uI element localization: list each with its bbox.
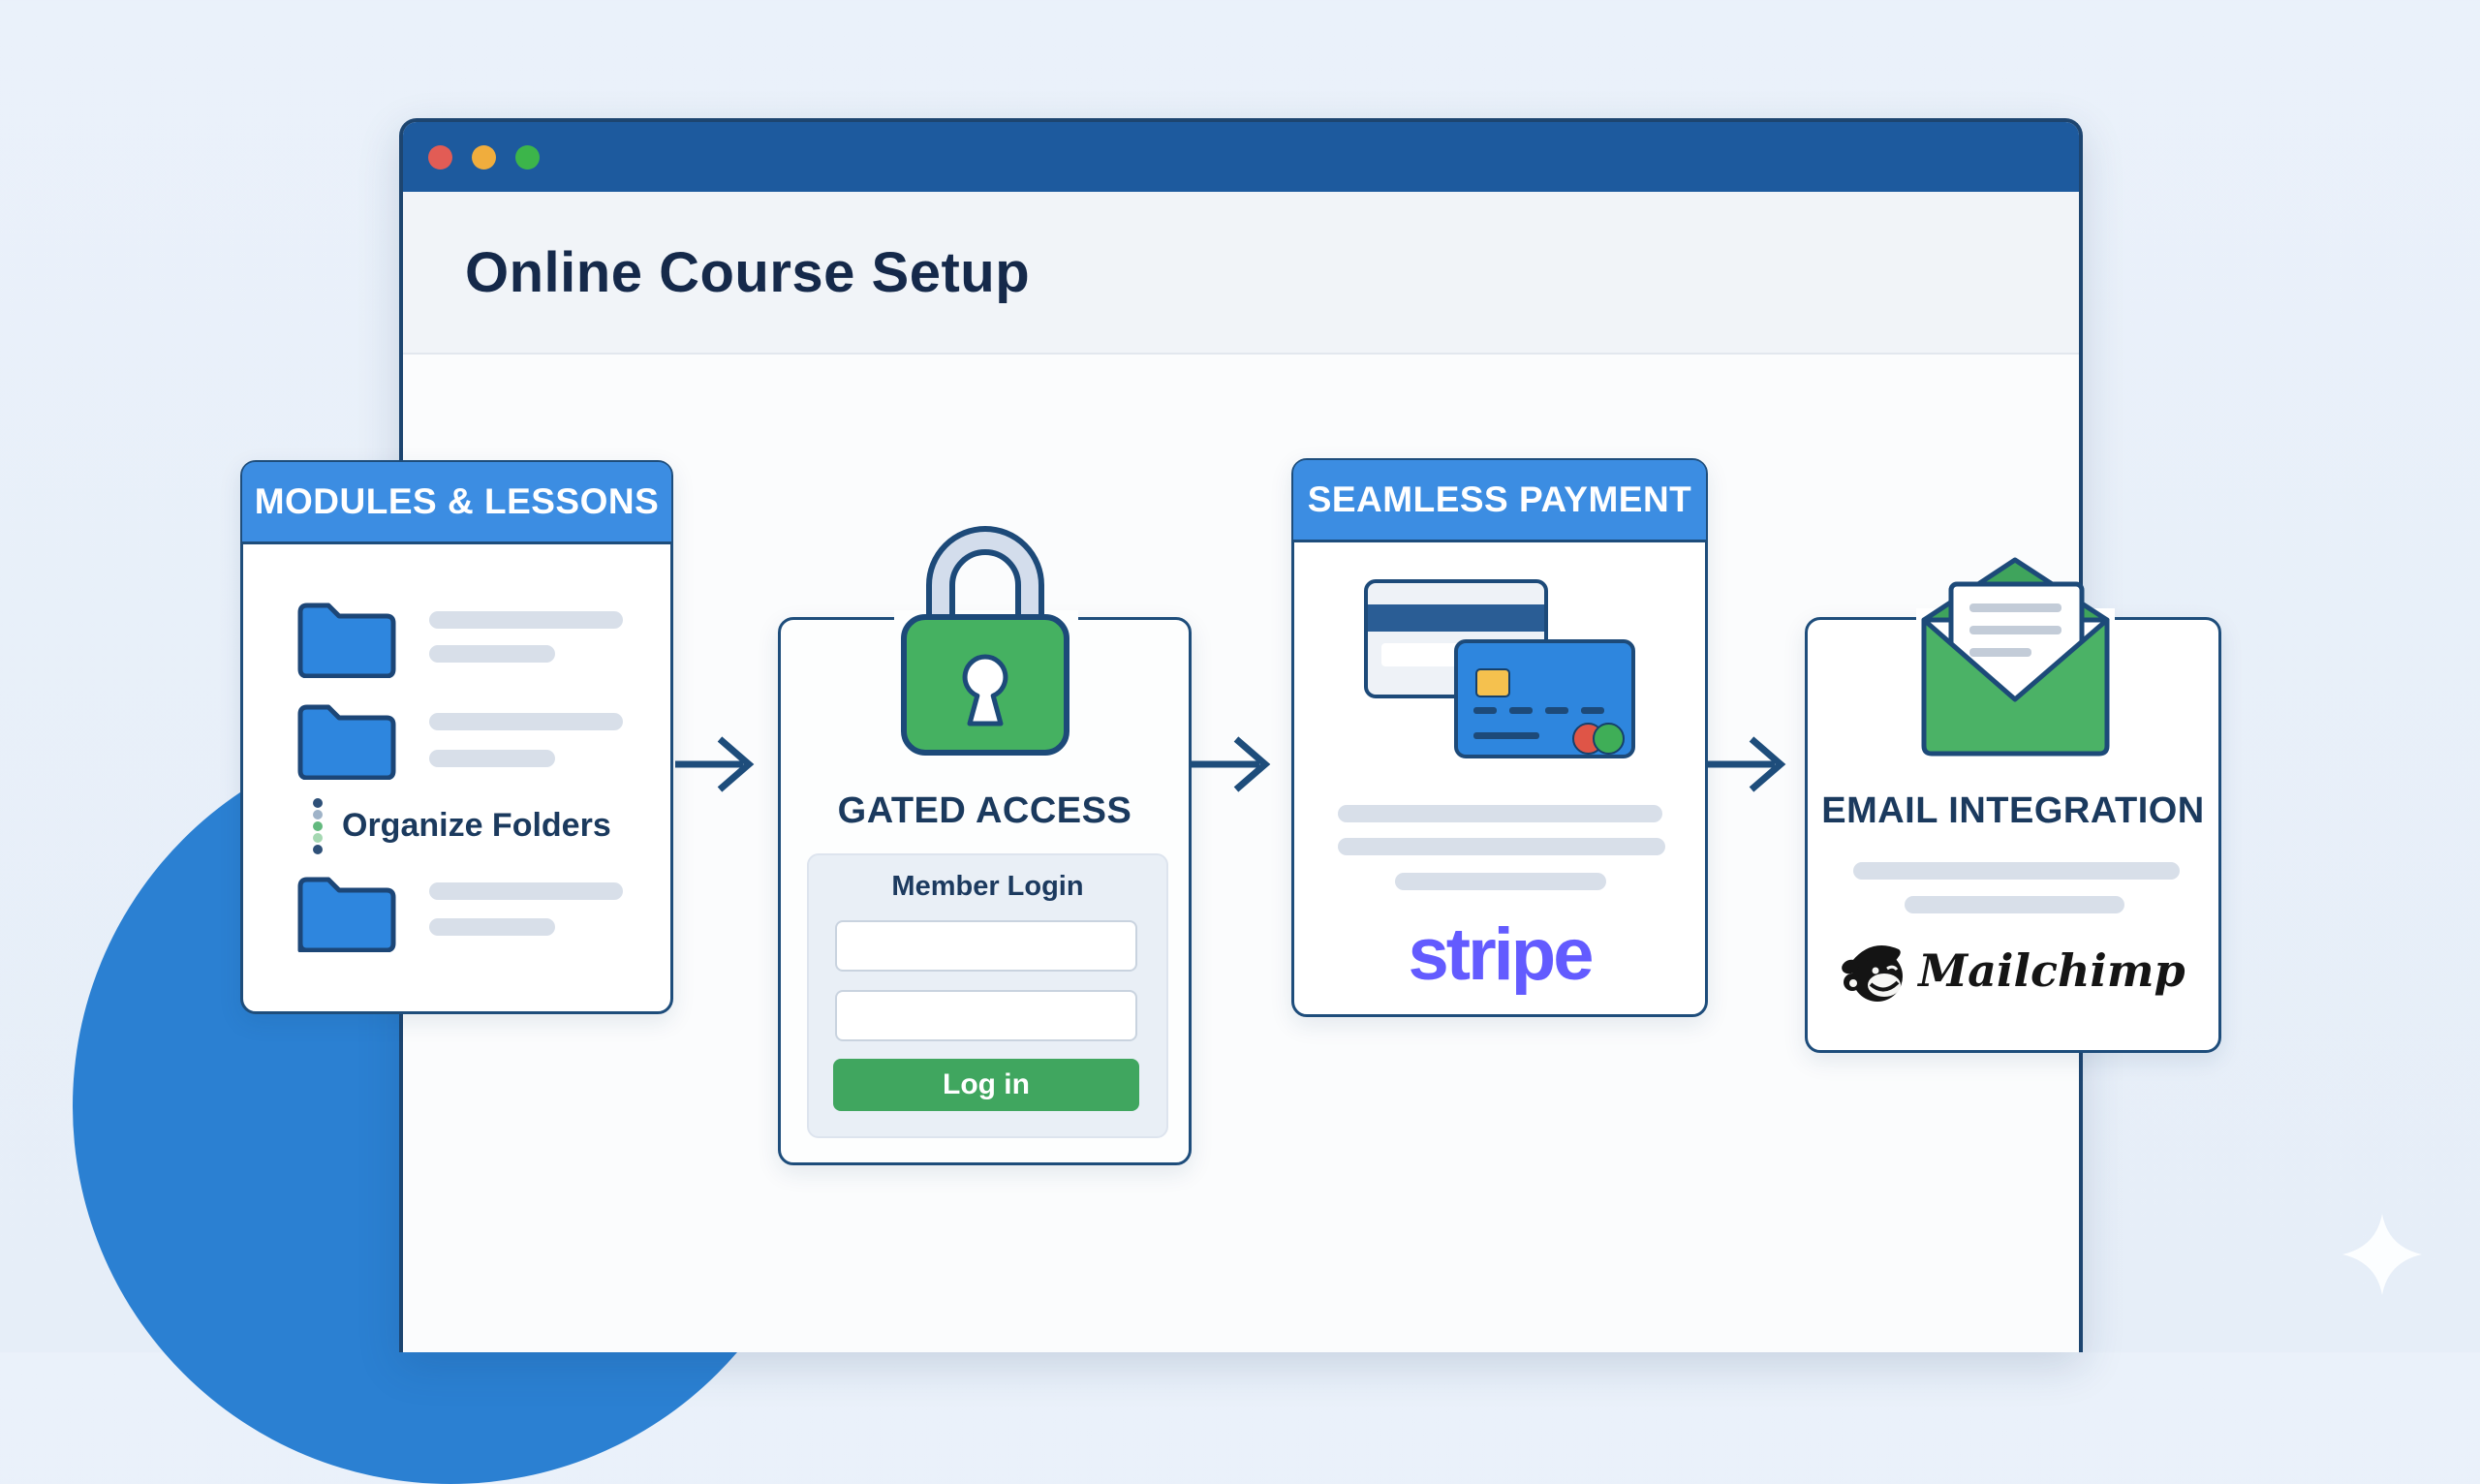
card-gated-access: GATED ACCESS Member Login Log in	[778, 526, 1192, 1165]
card-modules-lessons: MODULES & LESSONS Organize Folders	[240, 460, 673, 1014]
folder-icon	[294, 696, 400, 785]
envelope-icon	[1916, 552, 2115, 760]
lock-icon	[894, 511, 1078, 757]
flow-arrow-icon	[1705, 733, 1802, 800]
flow-arrow-icon	[673, 733, 770, 800]
placeholder-line	[1338, 805, 1662, 822]
card-chip	[1475, 668, 1510, 697]
page-title: Online Course Setup	[465, 240, 1031, 304]
card-email-integration: EMAIL INTEGRATION Mailchimp	[1805, 557, 2221, 1053]
close-button[interactable]	[428, 144, 452, 170]
organize-folders-label: Organize Folders	[342, 807, 611, 844]
placeholder-line	[1853, 862, 2180, 880]
placeholder-line	[429, 713, 623, 730]
mailchimp-logo: Mailchimp	[1808, 936, 2218, 1005]
member-login-title: Member Login	[891, 871, 1084, 902]
card-gated-access-title: GATED ACCESS	[837, 790, 1132, 831]
stripe-logo: stripe	[1408, 913, 1595, 996]
zoom-button[interactable]	[515, 144, 540, 170]
mailchimp-wordmark: Mailchimp	[1918, 944, 2186, 997]
mailchimp-monkey-icon	[1842, 945, 1904, 1002]
folder-icon	[294, 594, 400, 683]
minimize-button[interactable]	[472, 144, 496, 170]
window-titlebar	[403, 122, 2079, 192]
folder-icon	[294, 868, 400, 957]
username-input[interactable]	[835, 920, 1137, 972]
placeholder-line	[429, 750, 555, 767]
member-login-panel: Member Login Log in	[807, 853, 1168, 1138]
card-modules-lessons-header: MODULES & LESSONS	[242, 462, 671, 544]
login-button[interactable]: Log in	[833, 1059, 1139, 1111]
credit-card-front-icon	[1454, 639, 1635, 758]
card-email-integration-title: EMAIL INTEGRATION	[1821, 790, 2205, 831]
browser-window: Online Course Setup	[399, 118, 2083, 1352]
page-header: Online Course Setup	[403, 192, 2079, 355]
card-seamless-payment-header: SEAMLESS PAYMENT	[1293, 460, 1706, 542]
placeholder-line	[429, 918, 555, 936]
password-input[interactable]	[835, 990, 1137, 1041]
placeholder-line	[1395, 873, 1606, 890]
placeholder-line	[1338, 838, 1665, 855]
card-seamless-payment: SEAMLESS PAYMENT stripe	[1291, 458, 1708, 1017]
placeholder-line	[429, 645, 555, 663]
placeholder-line	[429, 611, 623, 629]
sparkle-icon	[2342, 1214, 2422, 1300]
placeholder-line	[1905, 896, 2124, 913]
flow-arrow-icon	[1190, 733, 1286, 800]
placeholder-line	[429, 882, 623, 900]
